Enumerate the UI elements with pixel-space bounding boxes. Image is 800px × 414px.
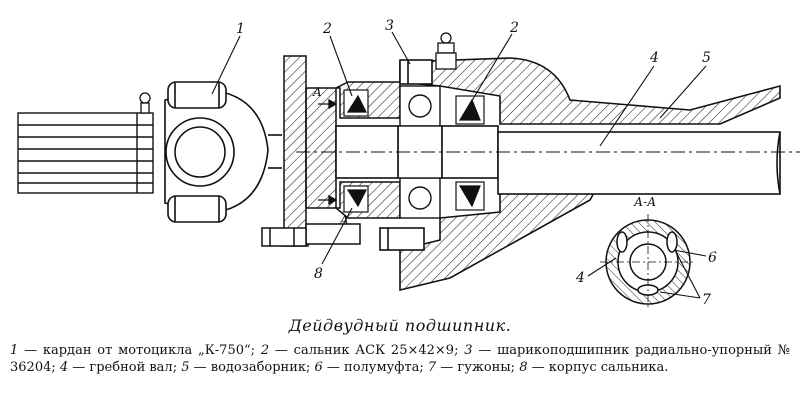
bearing-drawing: 1 2 3 2 4 5 8 A A А-А 4 6 7	[17, 18, 800, 310]
legend-text: — корпус сальника.	[527, 360, 669, 375]
legend-text: — полумуфта;	[322, 360, 428, 375]
section-mark-top: A	[312, 85, 322, 99]
section-title: А-А	[633, 195, 656, 209]
legend-num: 2	[260, 343, 270, 358]
section-mark-bottom: A	[339, 213, 349, 227]
legend-num: 5	[181, 360, 190, 375]
section-view	[600, 214, 696, 310]
callout-8: 8	[314, 266, 323, 282]
seal-right	[455, 95, 485, 211]
legend-text: — гребной вал;	[68, 360, 182, 375]
figure-caption-legend: 1 — кардан от мотоцикла „К-750“; 2 — сал…	[10, 342, 790, 376]
cardan-joint	[164, 81, 282, 223]
callout-1: 1	[236, 21, 245, 37]
callout-2-left: 2	[322, 21, 332, 37]
splined-shaft	[17, 112, 154, 194]
legend-num: 7	[427, 360, 437, 375]
legend-text: — водозаборник;	[189, 360, 315, 375]
legend-num: 4	[59, 360, 69, 375]
leader-lines	[211, 31, 707, 265]
grease-nipple-small	[139, 92, 151, 114]
callout-6: 6	[708, 250, 717, 266]
callout-4-section: 4	[575, 270, 585, 286]
flange	[281, 55, 337, 247]
grease-nipple	[435, 32, 457, 70]
legend-num: 1	[10, 343, 19, 358]
callout-5: 5	[702, 50, 711, 66]
legend-text: — гужоны;	[436, 360, 520, 375]
legend-num: 3	[464, 343, 473, 358]
figure-caption-title: Дейдвудный подшипник.	[288, 316, 512, 335]
legend-text: — шарикоподшипник радиально-упорный № 36…	[10, 343, 790, 375]
propeller-shaft	[335, 125, 781, 195]
legend-text: — кардан от мотоцикла „К-750“;	[18, 343, 261, 358]
callout-4: 4	[649, 50, 659, 66]
legend-text: — сальник АСК 25×42×9;	[269, 343, 465, 358]
callout-7: 7	[702, 292, 711, 308]
callout-3: 3	[385, 18, 394, 34]
callout-2-right: 2	[509, 20, 519, 36]
legend-num: 6	[314, 360, 323, 375]
section-arrows	[318, 98, 338, 206]
water-intake-housing	[379, 57, 781, 292]
section-leaders	[587, 249, 707, 299]
seal-left	[343, 89, 369, 213]
legend-num: 8	[519, 360, 528, 375]
